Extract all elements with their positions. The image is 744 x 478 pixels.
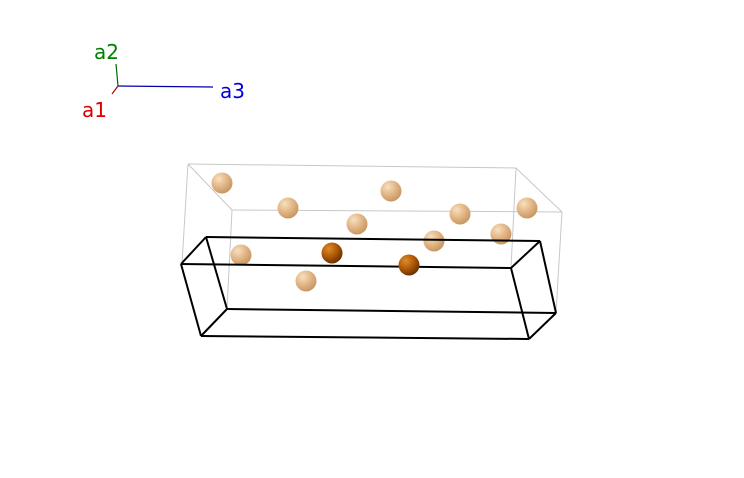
a2-axis-line	[115, 63, 119, 87]
atom-light	[295, 270, 317, 292]
axes-indicator: a2 a3 a1	[82, 40, 245, 122]
inner-cell	[180, 236, 557, 340]
atom-dark	[398, 254, 420, 276]
a3-axis-line	[117, 85, 214, 88]
atoms-front	[321, 242, 420, 276]
atom-light	[516, 197, 538, 219]
atom-light	[277, 197, 299, 219]
atom-light	[211, 172, 233, 194]
atom-light	[230, 244, 252, 266]
a2-axis-label: a2	[94, 40, 119, 64]
atom-dark	[321, 242, 343, 264]
a3-axis-label: a3	[220, 79, 245, 103]
atom-light	[380, 180, 402, 202]
atom-light	[346, 213, 368, 235]
atom-light	[449, 203, 471, 225]
atoms-back	[211, 172, 538, 292]
atom-light	[490, 223, 512, 245]
a1-axis-label: a1	[82, 98, 107, 122]
atom-light	[423, 230, 445, 252]
a1-axis-line	[111, 85, 119, 95]
